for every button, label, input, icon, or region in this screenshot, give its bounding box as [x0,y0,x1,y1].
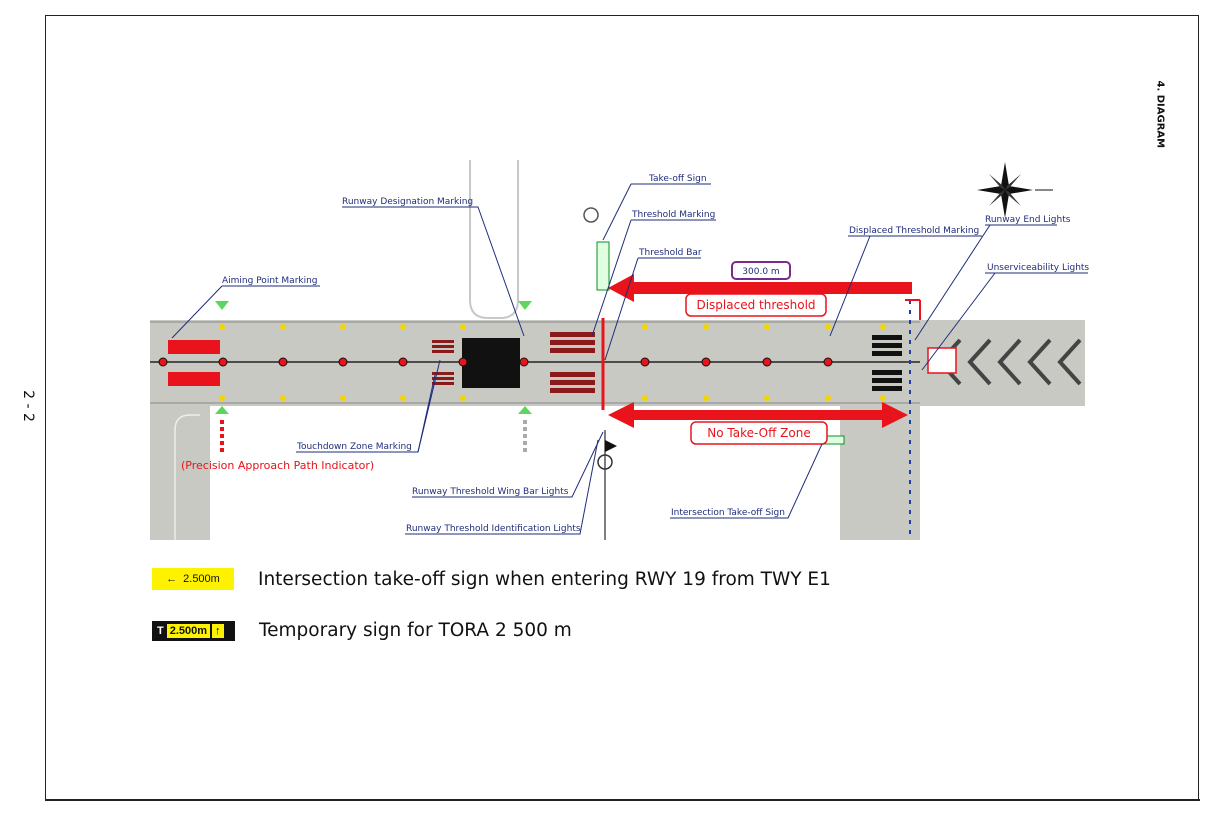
threshold-marking [550,332,595,393]
up-arrow-icon: ↑ [212,623,224,638]
sign-prefix: T [155,624,166,637]
edge-lights [219,324,886,401]
papi-lights [215,301,532,455]
legend-text-intersection: Intersection take-off sign when entering… [258,568,831,590]
legend-row-temporary: T 2.500m ↑ Temporary sign for TORA 2 500… [152,620,572,641]
intersection-takeoff-sign: ← 2.500m [152,568,234,590]
legend-text-temporary: Temporary sign for TORA 2 500 m [259,620,572,641]
label-intersection-takeoff-sign: Intersection Take-off Sign [671,508,785,518]
label-threshold-marking: Threshold Marking [631,210,715,220]
label-threshold-identification-lights: Runway Threshold Identification Lights [406,524,581,534]
displaced-threshold-arrow [608,274,912,302]
label-displaced-threshold-marking: Displaced Threshold Marking [849,226,979,236]
touchdown-zone-marking [432,340,454,385]
displaced-threshold-stripes [872,335,902,391]
label-wing-bar-lights: Runway Threshold Wing Bar Lights [412,487,569,497]
leader-lines [171,183,1088,535]
displaced-threshold-label: Displaced threshold [696,298,815,312]
taxiway-south-right [840,405,920,540]
label-takeoff-sign: Take-off Sign [648,174,707,184]
sign-distance: 2.500m [166,623,211,638]
runway-designation-block [462,338,520,388]
page-frame [45,15,1199,800]
taxiway-north [469,160,519,319]
label-touchdown-zone: Touchdown Zone Marking [296,442,412,452]
temporary-tora-sign: T 2.500m ↑ [152,620,235,641]
taxiway-south-left-body [150,405,210,540]
sign-symbol-icon [583,207,599,223]
label-threshold-bar: Threshold Bar [638,248,702,258]
centerline-lights [158,357,833,367]
compass-rose-icon [977,162,1053,218]
no-takeoff-zone-label: No Take-Off Zone [707,426,810,440]
label-papi: (Precision Approach Path Indicator) [181,459,374,472]
takeoff-sign-post [596,241,610,291]
sign-distance: 2.500m [183,573,220,585]
distance-box [731,261,791,280]
displaced-threshold-box [685,293,827,317]
aiming-point-bar [168,372,220,386]
left-arrow-icon: ← [166,573,178,585]
aiming-point-bar [168,340,220,354]
label-unserviceability-lights: Unserviceability Lights [987,263,1089,273]
unserviceability-marker [927,347,957,374]
distance-label: 300.0 m [742,267,779,277]
label-aiming-point: Aiming Point Marking [222,276,318,286]
label-runway-end-lights: Runway End Lights [985,215,1071,225]
no-takeoff-zone-arrow [608,402,908,428]
legend-row-intersection: ← 2.500m Intersection take-off sign when… [152,568,831,590]
label-runway-designation: Runway Designation Marking [342,197,473,207]
bottom-rule [45,799,1200,801]
no-takeoff-zone-box [690,421,828,445]
